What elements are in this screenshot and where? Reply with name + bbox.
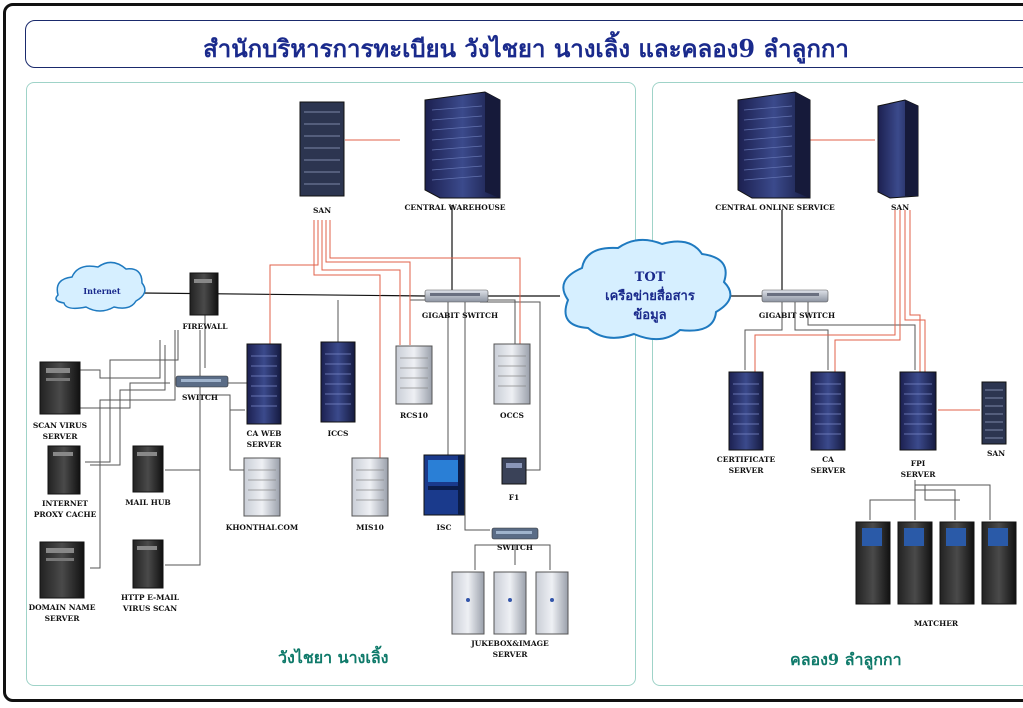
iccs-device — [320, 341, 356, 423]
domain-name-line-2: SERVER — [44, 614, 80, 623]
domain-name-server-device — [39, 541, 85, 599]
switch-bottom-device — [491, 527, 539, 540]
central-warehouse-label: CENTRAL WAREHOUSE — [404, 203, 506, 212]
links-gray — [80, 299, 991, 570]
domain-name-line-1: DOMAIN NAME — [28, 603, 96, 612]
isc-device — [423, 454, 465, 516]
scan-virus-line-1: SCAN VIRUS — [32, 421, 88, 430]
http-email-label: HTTP E-MAIL VIRUS SCAN — [110, 592, 190, 614]
f1-device — [501, 457, 527, 485]
san-right-top-device — [877, 99, 919, 199]
internet-proxy-line-2: PROXY CACHE — [33, 510, 97, 519]
khonthai-device — [243, 457, 281, 517]
isc-label: ISC — [436, 523, 452, 532]
san-left-device — [299, 101, 345, 197]
mis10-device — [351, 457, 389, 517]
domain-name-label: DOMAIN NAME SERVER — [22, 602, 102, 624]
san-right-top-label: SAN — [890, 203, 910, 212]
occs-device — [493, 343, 531, 405]
internet-label: Internet — [83, 286, 121, 296]
gigabit-switch-left-label: GIGABIT SWITCH — [421, 311, 499, 320]
scan-virus-line-2: SERVER — [42, 432, 78, 441]
title-banner: สำนักบริหารการทะเบียน วังไชยา นางเลิ้ง แ… — [25, 20, 1023, 68]
ca-line-1: CA — [822, 455, 834, 464]
fpi-server-label: FPI SERVER — [890, 458, 946, 480]
rcs10-device — [395, 345, 433, 405]
mail-hub-label: MAIL HUB — [125, 498, 171, 507]
tot-line-1: TOT — [634, 270, 666, 285]
internet-proxy-line-1: INTERNET — [41, 499, 89, 508]
fpi-line-2: SERVER — [900, 470, 936, 479]
certificate-line-1: CERTIFICATE — [716, 455, 776, 464]
rcs10-label: RCS10 — [399, 411, 429, 420]
certificate-label: CERTIFICATE SERVER — [710, 454, 782, 476]
left-site-panel — [26, 82, 636, 686]
scan-virus-server-device — [39, 361, 81, 415]
occs-label: OCCS — [500, 411, 524, 420]
page-title: สำนักบริหารการทะเบียน วังไชยา นางเลิ้ง แ… — [203, 34, 849, 63]
mail-hub-device — [132, 445, 164, 493]
jukebox-line-2: SERVER — [492, 650, 528, 659]
http-email-line-1: HTTP E-MAIL — [120, 593, 180, 602]
gigabit-switch-right-device — [761, 289, 829, 303]
san-left-label: SAN — [312, 206, 332, 215]
links-red — [269, 139, 980, 458]
san-right-device — [981, 381, 1007, 445]
mis10-label: MIS10 — [356, 523, 384, 532]
ca-server-device — [810, 371, 846, 451]
fpi-line-1: FPI — [910, 459, 926, 468]
internet-cloud — [55, 261, 146, 312]
fpi-server-device — [899, 371, 937, 451]
ca-server-label: CA SERVER — [800, 454, 856, 476]
switch-left-device — [175, 375, 229, 388]
central-online-label: CENTRAL ONLINE SERVICE — [715, 203, 835, 212]
ca-web-line-2: SERVER — [246, 440, 282, 449]
central-online-service-device — [737, 91, 811, 199]
khonthai-label: KHONTHAI.COM — [225, 523, 299, 532]
certificate-server-device — [728, 371, 764, 451]
scan-virus-label: SCAN VIRUS SERVER — [20, 420, 100, 442]
central-warehouse-device — [424, 91, 501, 199]
jukebox-line-1: JUKEBOX&IMAGE — [471, 639, 549, 648]
tot-label: TOT เครือข่ายสื่อสาร ข้อมูล — [585, 268, 715, 325]
links-black — [141, 205, 783, 297]
jukebox-label: JUKEBOX&IMAGE SERVER — [460, 638, 560, 660]
tot-cloud — [562, 238, 732, 341]
gigabit-switch-right-label: GIGABIT SWITCH — [758, 311, 836, 320]
internet-proxy-cache-device — [47, 445, 81, 495]
switch-bottom-label: SWITCH — [497, 543, 533, 552]
certificate-line-2: SERVER — [728, 466, 764, 475]
gigabit-switch-left-device — [424, 289, 489, 303]
http-email-device — [132, 539, 164, 589]
right-site-panel — [652, 82, 1023, 686]
zone-right-label: คลอง9 ลำลูกกา — [790, 650, 902, 669]
ca-web-server-device — [246, 343, 282, 425]
zone-left-label: วังไชยา นางเลิ้ง — [278, 648, 389, 667]
matcher-label: MATCHER — [913, 619, 959, 628]
san-right-label: SAN — [986, 449, 1006, 458]
firewall-label: FIREWALL — [182, 322, 228, 331]
firewall-device — [189, 272, 219, 316]
tot-line-2: เครือข่ายสื่อสาร — [605, 289, 695, 304]
internet-proxy-label: INTERNET PROXY CACHE — [25, 498, 105, 520]
ca-line-2: SERVER — [810, 466, 846, 475]
matcher-devices — [855, 521, 1017, 605]
jukebox-image-server-device — [451, 571, 569, 635]
f1-label: F1 — [508, 493, 520, 502]
ca-web-label: CA WEB SERVER — [234, 428, 294, 450]
ca-web-line-1: CA WEB — [246, 429, 282, 438]
tot-line-3: ข้อมูล — [633, 308, 667, 323]
http-email-line-2: VIRUS SCAN — [122, 604, 178, 613]
iccs-label: ICCS — [327, 429, 349, 438]
switch-left-label: SWITCH — [182, 393, 218, 402]
